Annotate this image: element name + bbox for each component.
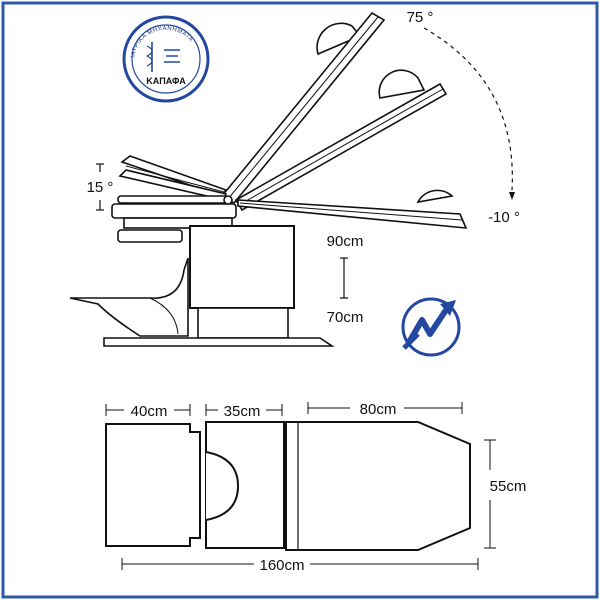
backrest-flat: [237, 199, 468, 229]
seal-logo: ΙΑΤΡΙΚΑ ΜΗΧΑΝΗΜΑΤΑ ΚΑΠΑΦΑ: [122, 15, 210, 103]
under-tray: [117, 229, 183, 243]
leg-section-mid: [118, 169, 228, 201]
top-seat-section: [105, 423, 201, 547]
tilt-arc: [423, 27, 515, 200]
seal-bottom-text: ΚΑΠΑΦΑ: [146, 76, 186, 86]
seat-frame: [111, 203, 237, 219]
height-min-label: 70cm: [327, 309, 364, 326]
angle-15-label: 15 °: [87, 179, 114, 196]
head-rest-upright: [316, 22, 362, 56]
zigzag-arrow-logo: [401, 297, 461, 357]
side-view: [69, 11, 468, 347]
head-rest-flat: [416, 189, 454, 204]
back-width-label: 80cm: [360, 401, 397, 418]
seat-width-label: 40cm: [131, 403, 168, 420]
middle-width-label: 35cm: [224, 403, 261, 420]
top-cutout: [205, 451, 240, 521]
column-upper: [189, 225, 295, 309]
top-back-section: [285, 421, 471, 551]
angle-75-label: 75 °: [407, 9, 434, 26]
angle-minus10-label: -10 °: [488, 209, 520, 226]
base-plate: [103, 337, 335, 347]
column-lower: [197, 307, 289, 339]
head-rest-mid: [378, 69, 426, 99]
table-width-label: 55cm: [490, 478, 527, 495]
height-max-label: 90cm: [327, 233, 364, 250]
seat-base: [123, 217, 233, 229]
head-angle-bracket: [96, 163, 104, 211]
base-pedal: [69, 257, 189, 337]
top-view: [105, 421, 471, 551]
total-length-label: 160cm: [259, 557, 304, 574]
dimension-lines: [105, 402, 496, 570]
seat-top: [117, 195, 229, 204]
height-arrow: [340, 257, 348, 299]
